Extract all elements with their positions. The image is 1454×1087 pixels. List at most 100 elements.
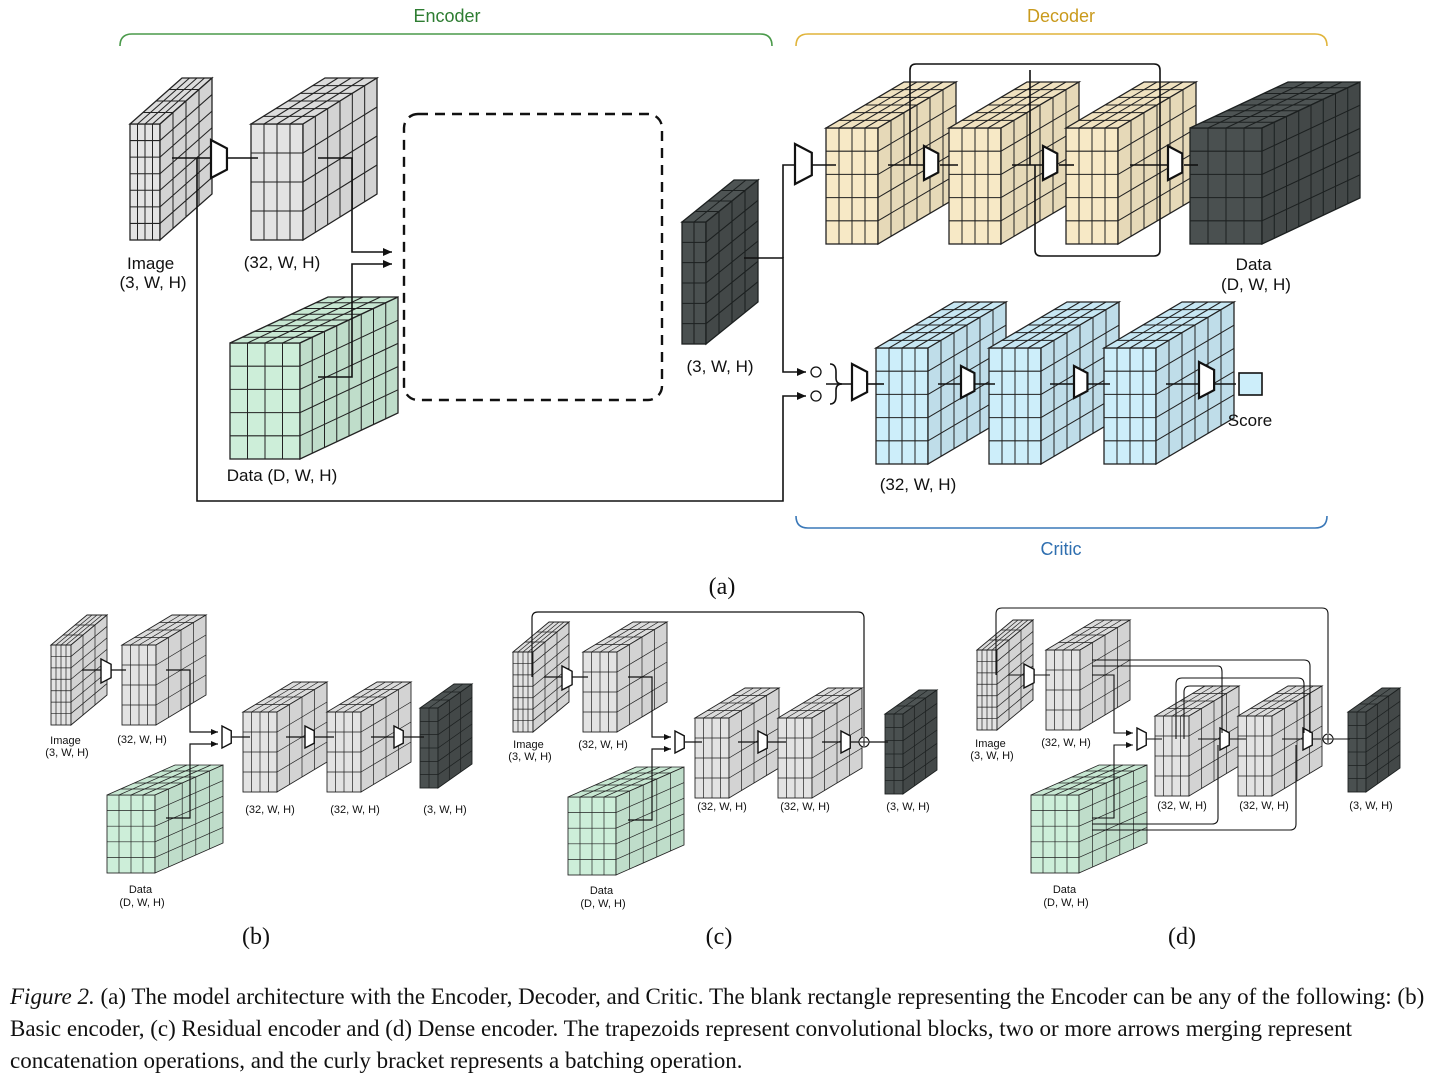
encoder-title: Encoder — [413, 6, 480, 26]
trapezoid-shape — [304, 724, 315, 750]
image-label: Image (3, W, H) — [970, 738, 1013, 762]
panel-b: Image (3, W, H) (32, W, H) Data (D, W, H… — [45, 614, 474, 950]
image-label: Image (3, W, H) — [45, 735, 88, 759]
conv-block — [674, 729, 685, 755]
decoder-block-3 — [1063, 80, 1199, 246]
image-block — [511, 621, 571, 733]
conv-block — [1072, 364, 1089, 400]
add-operator-plus — [860, 738, 868, 746]
conv-block — [221, 724, 232, 750]
dense-skip — [995, 607, 1329, 733]
image-block — [128, 76, 214, 242]
critic-feature-label: (32, W, H) — [880, 475, 957, 494]
conv-block — [757, 729, 768, 755]
mid2-label: (32, W, H) — [330, 804, 380, 816]
critic-block-2 — [986, 300, 1122, 466]
panel-c-label: (c) — [706, 924, 733, 950]
conv-block — [561, 664, 573, 692]
connector — [744, 257, 806, 376]
trapezoid-shape — [393, 724, 404, 750]
feature-block — [248, 76, 380, 242]
score-label: Score — [1228, 411, 1272, 430]
conv-output-block — [693, 687, 781, 799]
dense-skip — [1092, 665, 1223, 733]
mid2-label: (32, W, H) — [780, 801, 830, 813]
trapezoid-shape — [674, 729, 685, 755]
out-label: (3, W, H) — [1349, 800, 1392, 812]
data-block — [567, 766, 685, 876]
conv-block — [393, 724, 404, 750]
panel-c: Image (3, W, H) (32, W, H) Data (D, W, H… — [508, 611, 939, 950]
feature-label: (32, W, H) — [244, 253, 321, 272]
data-block — [106, 764, 224, 874]
connector — [628, 676, 671, 740]
caption-text: (a) The model architecture with the Enco… — [10, 984, 1425, 1073]
encoder-bracket — [119, 33, 773, 47]
connector — [318, 260, 392, 378]
architecture-figure: Encoder Decoder Critic — [45, 6, 1402, 950]
conv-output-block — [776, 687, 864, 799]
block-side-face — [615, 766, 685, 876]
caption-lead: Figure 2. — [10, 984, 95, 1009]
data-block — [1030, 764, 1148, 874]
feature-label: (32, W, H) — [1041, 737, 1091, 749]
encoded-image-block — [418, 683, 474, 789]
panel-a-label: (a) — [709, 574, 736, 600]
data-label: Data (D, W, H) — [227, 466, 338, 485]
decoder-block-1 — [823, 80, 959, 246]
decoder-block-2 — [946, 80, 1082, 246]
trapezoid-shape — [1023, 662, 1035, 690]
critic-block-3 — [1101, 300, 1237, 466]
conv-block — [1136, 726, 1147, 752]
trapezoid-shape — [1219, 726, 1230, 752]
add-operator-plus — [1324, 735, 1332, 743]
conv-block — [1166, 144, 1184, 182]
figure-caption: Figure 2. (a) The model architecture wit… — [10, 981, 1446, 1077]
trapezoid-shape — [793, 142, 813, 186]
dense-skip — [1092, 745, 1219, 825]
trapezoid-shape — [561, 664, 573, 692]
connector — [782, 164, 795, 258]
block-side-face — [1078, 764, 1148, 874]
decoder-title: Decoder — [1027, 6, 1095, 26]
feature-label: (32, W, H) — [578, 739, 628, 751]
conv-block — [209, 138, 229, 180]
out-label: (3, W, H) — [423, 804, 466, 816]
trapezoid-shape — [221, 724, 232, 750]
trapezoid-shape — [100, 657, 112, 685]
feature-block — [1044, 619, 1132, 731]
conv-block — [1023, 662, 1035, 690]
panel-a: Encoder Decoder Critic — [119, 6, 1361, 600]
panel-d: Image (3, W, H) (32, W, H) Data (D, W, H… — [970, 607, 1402, 950]
encoded-image-block — [680, 178, 760, 346]
feature-block — [581, 621, 669, 733]
score-square — [1238, 372, 1263, 396]
critic-block-1 — [873, 300, 1009, 466]
panel-b-label: (b) — [242, 924, 270, 950]
conv-block — [1219, 726, 1230, 752]
encoded-label: (3, W, H) — [686, 357, 753, 376]
panel-d-label: (d) — [1168, 924, 1196, 950]
batching-brace — [829, 363, 843, 405]
batch-input-dot — [810, 366, 822, 378]
batch-input-dot — [810, 390, 822, 402]
dense-skip — [1092, 659, 1311, 733]
conv-block — [922, 144, 940, 182]
trapezoid-shape — [840, 729, 851, 755]
trapezoid-shape — [209, 138, 229, 180]
trapezoid-shape — [1041, 144, 1059, 182]
data-block — [229, 295, 399, 461]
connector — [1092, 674, 1133, 736]
data-label: Data (D, W, H) — [119, 884, 164, 909]
trapezoid-shape — [1197, 360, 1216, 400]
dense-skip — [1029, 70, 1161, 257]
critic-title: Critic — [1041, 539, 1082, 559]
conv-block — [100, 657, 112, 685]
trapezoid-shape — [757, 729, 768, 755]
block-side-face — [154, 764, 224, 874]
conv-block — [850, 362, 869, 402]
conv-block — [840, 729, 851, 755]
encoded-image-block — [883, 689, 939, 795]
dense-skip — [1183, 685, 1216, 739]
out-label: (3, W, H) — [886, 801, 929, 813]
